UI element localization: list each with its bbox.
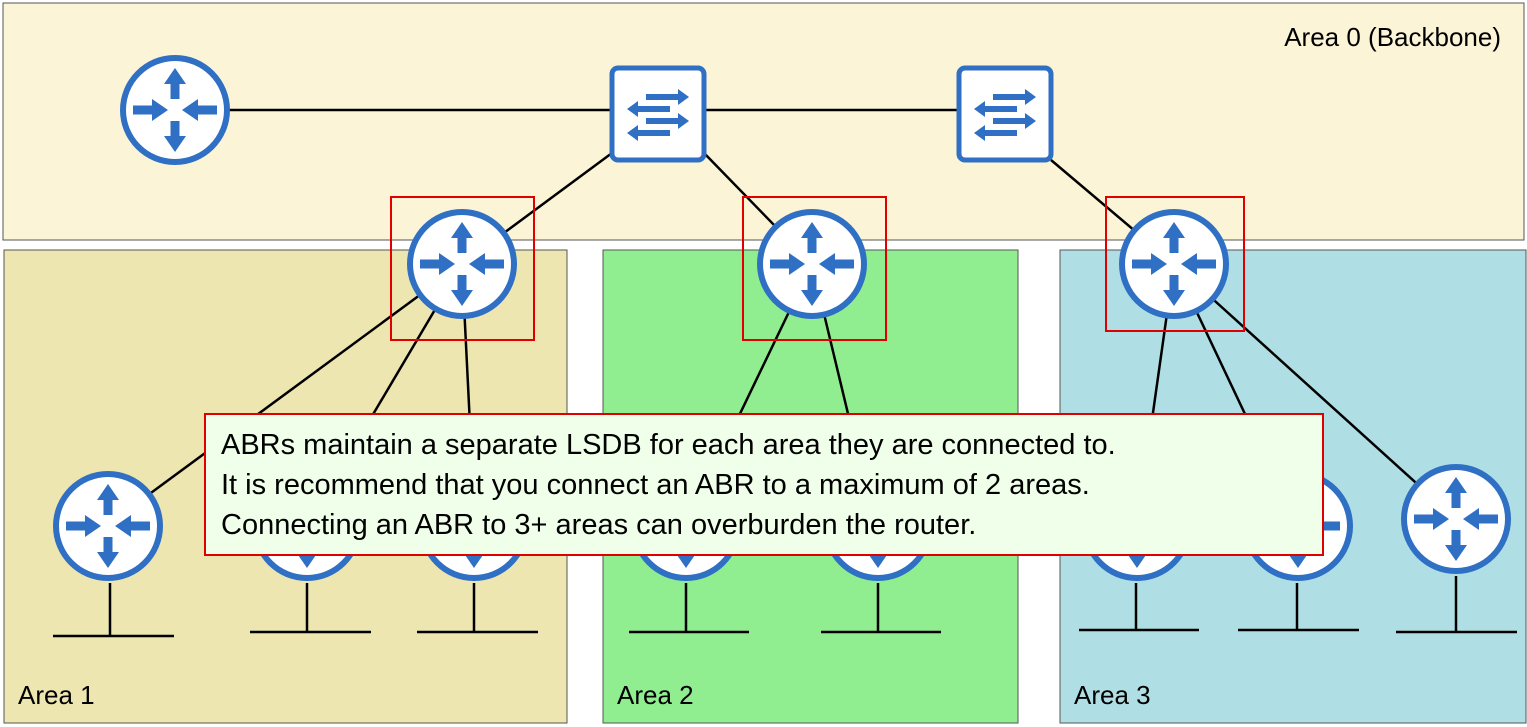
lan-segment-icon [417, 583, 538, 634]
router-icon [1401, 464, 1511, 574]
area-2-label: Area 2 [617, 680, 694, 710]
router-icon [407, 209, 517, 319]
router-icon [120, 55, 230, 165]
lan-segment-icon [821, 583, 941, 634]
abr-note-callout: ABRs maintain a separate LSDB for each a… [204, 413, 1324, 556]
abr-highlight-box [1105, 196, 1245, 332]
lan-segment-icon [1079, 583, 1199, 632]
area-3-label: Area 3 [1074, 680, 1151, 710]
backbone-area [2, 2, 1525, 241]
lan-segments [53, 576, 1517, 638]
lan-segment-icon [629, 583, 749, 634]
router-icon [1119, 209, 1229, 319]
area-1-label: Area 1 [18, 680, 95, 710]
link-abr1-r1 [105, 262, 463, 528]
link-abr3-r8 [1173, 263, 1457, 520]
abr-highlight-box [390, 196, 535, 341]
lan-segment-icon [1396, 576, 1517, 634]
router-icon [757, 209, 867, 319]
switch-icon [959, 68, 1051, 160]
callout-line: It is recommend that you connect an ABR … [221, 469, 1090, 501]
lan-segment-icon [1238, 583, 1359, 632]
lan-segment-icon [250, 583, 371, 634]
abr-highlight-box [742, 196, 887, 341]
callout-line: ABRs maintain a separate LSDB for each a… [221, 429, 1116, 461]
switch-icon [612, 68, 704, 160]
router-icon [53, 471, 163, 581]
backbone-area-label: Area 0 (Backbone) [1284, 22, 1501, 52]
callout-line: Connecting an ABR to 3+ areas can overbu… [221, 509, 977, 541]
lan-segment-icon [53, 583, 174, 638]
